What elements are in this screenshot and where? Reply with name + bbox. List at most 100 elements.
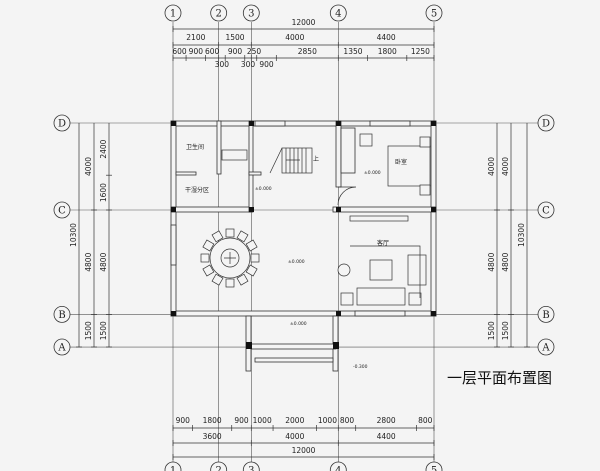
dimension-label: 10300 xyxy=(517,223,526,247)
wall-west xyxy=(170,120,177,317)
wall-east xyxy=(430,120,437,317)
dimension-label: 4800 xyxy=(84,252,93,271)
elevation-mark: ±0.000 xyxy=(288,259,305,265)
room-label-wet-dry: 干湿分区 xyxy=(185,186,209,194)
dimension-label: 900 xyxy=(176,416,191,425)
axis-bubble xyxy=(425,461,443,471)
dimension-label: 4000 xyxy=(285,33,304,42)
dining-chair xyxy=(250,253,260,263)
column xyxy=(171,207,176,212)
wall-wardrobe xyxy=(340,127,356,174)
dimension-label: 300 xyxy=(215,60,230,69)
wall-bath xyxy=(216,120,222,175)
axis-label: 5 xyxy=(431,9,437,20)
dimension-label: 900 xyxy=(228,47,243,56)
column xyxy=(336,311,341,316)
room-label-living: 客厅 xyxy=(377,239,389,247)
dimension-label: 1500 xyxy=(84,321,93,340)
dimension-label: 4000 xyxy=(84,157,93,176)
axis-bubble xyxy=(164,461,182,471)
dimension-label: 10300 xyxy=(69,223,78,247)
window-north-1 xyxy=(254,120,286,127)
axis-bubble xyxy=(53,305,71,323)
wall-stair-south xyxy=(248,171,262,176)
axis-bubble xyxy=(53,338,71,356)
axis-bubble xyxy=(537,305,555,323)
dining-set xyxy=(200,228,260,288)
grid-lines xyxy=(70,22,538,462)
axis-label: C xyxy=(58,206,66,217)
elevation-mark: ±0.000 xyxy=(364,170,381,176)
dining-chair xyxy=(245,264,258,277)
living-furniture xyxy=(337,215,427,306)
axis-label: 3 xyxy=(248,9,254,20)
dimension-label: 900 xyxy=(189,47,204,56)
column xyxy=(431,207,436,212)
dimension-label: 1000 xyxy=(318,416,337,425)
dimension-label: 1600 xyxy=(99,183,108,202)
axis-bubble xyxy=(329,461,347,471)
dimension-label: 3600 xyxy=(203,432,222,441)
dining-chair xyxy=(202,264,215,277)
axis-label: A xyxy=(541,343,550,354)
dining-chair xyxy=(225,228,235,238)
room-label-bedroom: 卧室 xyxy=(395,158,407,166)
axis-label: D xyxy=(542,119,550,130)
bed xyxy=(359,133,431,196)
dimension-label: 800 xyxy=(418,416,433,425)
axis-bubble xyxy=(329,4,347,22)
dimension-label: 4000 xyxy=(285,432,304,441)
wall-axis-4 xyxy=(335,120,342,188)
dimension-label: 800 xyxy=(340,416,355,425)
window-south xyxy=(354,310,406,317)
dimension-label: 900 xyxy=(234,416,249,425)
axis-label: 4 xyxy=(335,9,341,20)
dining-chair xyxy=(200,253,210,263)
axis-label: D xyxy=(58,119,66,130)
elevation-mark: ±0.000 xyxy=(255,186,272,192)
axis-bubble xyxy=(53,114,71,132)
dimension-label: 250 xyxy=(247,47,262,56)
axis-bubble xyxy=(425,4,443,22)
axis-label: B xyxy=(542,310,549,321)
axis-bubble xyxy=(537,114,555,132)
elevation-mark-porch: -0.300 xyxy=(353,364,368,370)
staircase xyxy=(221,147,313,174)
dimension-label: 4400 xyxy=(377,33,396,42)
wall-axis-3 xyxy=(248,120,254,213)
dimension-label: 2000 xyxy=(285,416,304,425)
dining-chair xyxy=(211,230,224,243)
dining-chair xyxy=(245,239,258,252)
elevation-mark: ±0.000 xyxy=(290,321,307,327)
dimension-label: 2400 xyxy=(99,139,108,158)
window-west xyxy=(170,224,177,266)
dimension-label: 1000 xyxy=(253,416,272,425)
dining-chair xyxy=(211,273,224,286)
column xyxy=(431,121,436,126)
dimension-label: 600 xyxy=(172,47,187,56)
dimension-label: 4800 xyxy=(99,252,108,271)
dimension-label: 12000 xyxy=(292,446,316,455)
axis-bubble xyxy=(210,4,228,22)
column xyxy=(336,121,341,126)
landing xyxy=(221,149,248,161)
dining-chair xyxy=(236,230,249,243)
wall-axis-c-east xyxy=(332,206,437,213)
dimension-label: 900 xyxy=(259,60,274,69)
dimension-label: 1500 xyxy=(225,33,244,42)
dimension-label: 2100 xyxy=(186,33,205,42)
dimension-label: 300 xyxy=(241,60,256,69)
axis-label: 2 xyxy=(215,466,221,471)
column xyxy=(431,311,436,316)
wall-axis-c xyxy=(170,206,252,213)
column xyxy=(246,342,252,349)
axis-bubble xyxy=(210,461,228,471)
dimension-label: 1500 xyxy=(501,321,510,340)
dimension-label: 2850 xyxy=(298,47,317,56)
dimension-label: 1500 xyxy=(487,321,496,340)
axis-label: 4 xyxy=(335,466,341,471)
dimension-label: 1800 xyxy=(203,416,222,425)
